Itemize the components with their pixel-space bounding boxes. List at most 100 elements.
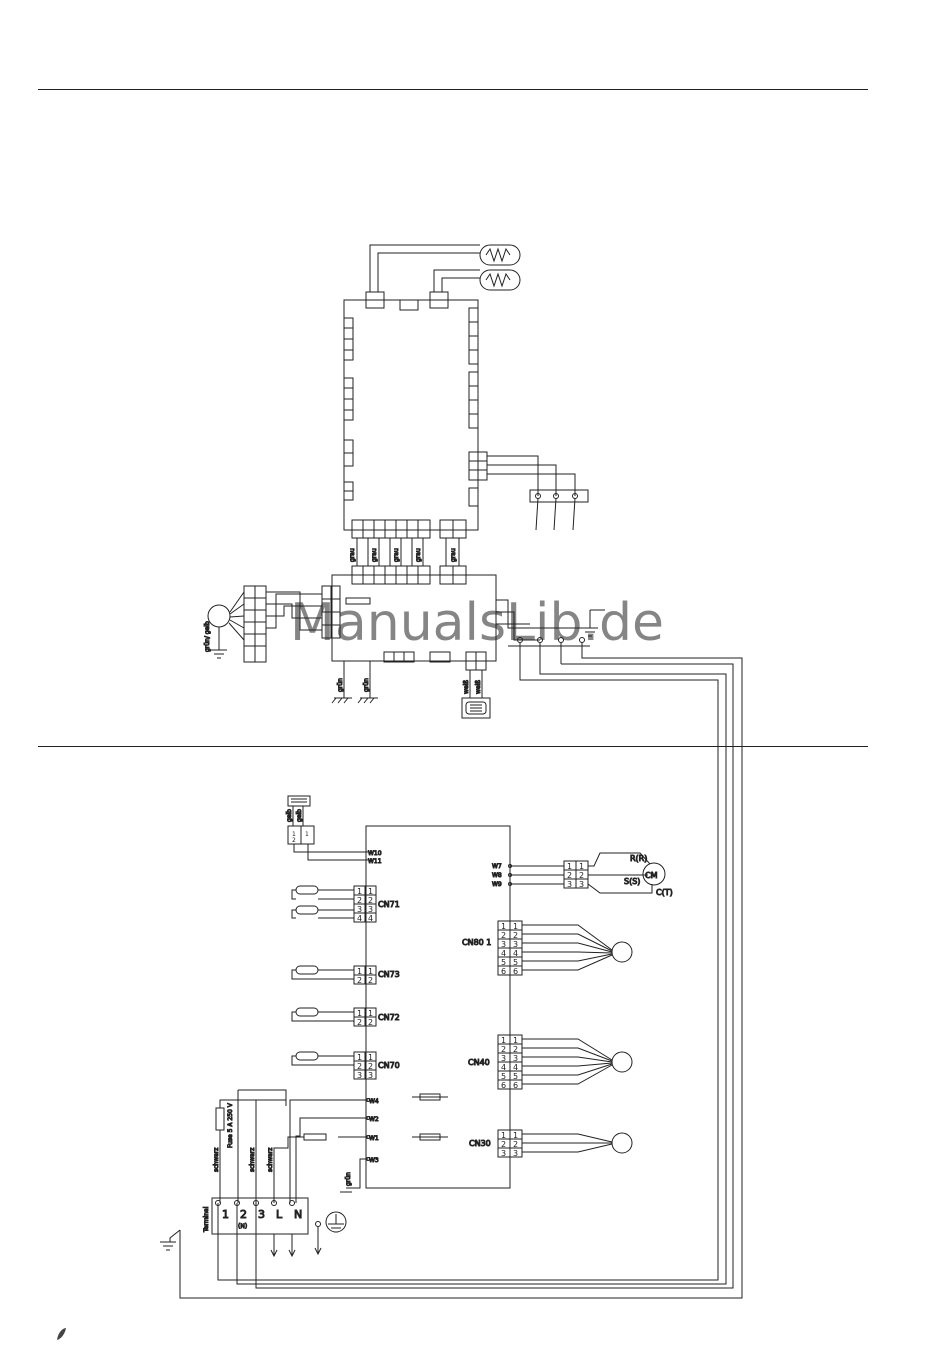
pin-number: 4	[501, 949, 506, 958]
pin-number: 4	[501, 1063, 506, 1072]
pin-number: 3	[501, 1149, 506, 1158]
connector-cn73	[291, 965, 377, 985]
terminal-label-w8: W8	[492, 872, 502, 879]
pin-number: 1	[292, 831, 296, 838]
connector-cn72	[291, 1007, 377, 1027]
power-board-left-connector	[321, 585, 341, 639]
terminal-label-w2: W2	[369, 1116, 379, 1123]
grey-ribbon-wires	[356, 538, 460, 566]
fuse-rating-label: Fuse 5 A 250 V	[227, 1102, 234, 1148]
pin-number: 2	[513, 1045, 518, 1054]
wire-label-weiss: weiß	[463, 680, 470, 694]
indoor-board-right-pins	[468, 307, 488, 507]
connector-label-cn72: CN72	[378, 1013, 400, 1022]
connector-cn30	[497, 1129, 633, 1158]
fan-motor-wires	[211, 591, 245, 659]
pin-number: 2	[513, 1140, 518, 1149]
indoor-board-top-connector	[399, 299, 419, 311]
pin-number: 1	[368, 887, 373, 896]
indoor-board-top-connector	[429, 291, 449, 309]
compressor-terminal-r: R(R)	[630, 854, 647, 863]
pin-number: 1	[567, 862, 572, 871]
pin-number: 5	[501, 1072, 506, 1081]
pin-number: 3	[357, 905, 362, 914]
pin-number: 3	[357, 1071, 362, 1080]
terminal-label-w4: W4	[369, 1098, 379, 1105]
compressor-terminal-c: C(T)	[656, 888, 673, 897]
indoor-bottom-sensor	[461, 670, 491, 719]
board-fuse	[412, 1093, 448, 1101]
wire-label-gelb: gelb	[286, 809, 293, 822]
temperature-sensor-2	[433, 269, 521, 292]
pin-number: 2	[501, 1045, 506, 1054]
pin-number: 1	[357, 1053, 362, 1062]
pin-number: 2	[368, 896, 373, 905]
top-rule	[38, 89, 868, 90]
pin-number: 2	[292, 837, 296, 844]
wire-label-grau: grau	[450, 548, 457, 562]
terminal-block-title: Terminal	[203, 1206, 210, 1233]
wire-label-schwarz: schwarz	[267, 1148, 274, 1172]
outdoor-control-board	[365, 825, 511, 1189]
pin-number: 3	[501, 1054, 506, 1063]
pin-number: 2	[357, 976, 362, 985]
wire-label-gruen: grün	[345, 1172, 352, 1186]
outdoor-terminal-block	[211, 1197, 347, 1258]
wire-label-gruen: grün	[363, 678, 370, 692]
terminal-label-w7: W7	[492, 863, 502, 870]
indoor-terminal-strip	[487, 455, 589, 531]
outdoor-unit-diagram: gelb gelb W10 W11	[160, 795, 673, 1258]
pin-number: 2	[368, 1018, 373, 1027]
pin-number: 2	[357, 896, 362, 905]
pin-number: 3	[501, 940, 506, 949]
pin-number: 6	[513, 967, 518, 976]
pin-number: 4	[513, 949, 518, 958]
indoor-board-bottom-connectors	[351, 519, 467, 539]
pin-number: 2	[501, 931, 506, 940]
pin-number: 1	[368, 1009, 373, 1018]
pin-number: 1	[357, 887, 362, 896]
pin-number: 2	[357, 1062, 362, 1071]
pin-number: 1	[368, 967, 373, 976]
fan-motor	[207, 604, 231, 628]
connector-label-cn30: CN30	[469, 1139, 491, 1148]
pin-number: 3	[579, 880, 584, 889]
compressor-connector	[508, 852, 653, 894]
earth-symbol	[160, 1229, 181, 1251]
indoor-supply-terminals	[496, 599, 605, 664]
indoor-control-board	[343, 299, 479, 531]
watermark: ManualsLib.de	[290, 593, 664, 653]
power-board-bottom-connectors	[383, 651, 487, 671]
terminal-position-n2: N	[294, 1208, 302, 1221]
terminal-label-w9: W9	[492, 881, 502, 888]
pin-number: 3	[368, 1071, 373, 1080]
terminal-label-w1: W1	[369, 1135, 379, 1142]
connector-cn801	[497, 920, 633, 976]
terminal-label-w10: W10	[368, 850, 382, 857]
pin-number: 1	[368, 1053, 373, 1062]
wire-label-gruen-gelb: grün/ gelb	[204, 621, 211, 652]
pin-number: 2	[368, 976, 373, 985]
pin-number: 1	[579, 862, 584, 871]
pin-number: 3	[513, 1149, 518, 1158]
wire-label-grau: grau	[393, 548, 400, 562]
compressor-motor	[642, 862, 666, 886]
wire-label-grau: grau	[349, 548, 356, 562]
earth-symbol	[331, 661, 352, 704]
terminal-position-1: 1	[222, 1208, 229, 1221]
wire-label-schwarz: schwarz	[249, 1148, 256, 1172]
pin-number: 6	[501, 1081, 506, 1090]
pin-number: 4	[368, 914, 373, 923]
connector-label-cn801: CN80 1	[462, 938, 491, 947]
pin-number: 1	[513, 922, 518, 931]
connector-cn70	[291, 1051, 377, 1080]
pin-number: 6	[501, 967, 506, 976]
wire-label-grau: grau	[371, 548, 378, 562]
pin-number: 2	[368, 1062, 373, 1071]
pin-number: 2	[579, 871, 584, 880]
pin-number: 1	[305, 831, 309, 838]
terminal-position-3: 3	[258, 1208, 265, 1221]
middle-rule	[38, 746, 868, 747]
outdoor-sensor-connector	[287, 795, 368, 861]
